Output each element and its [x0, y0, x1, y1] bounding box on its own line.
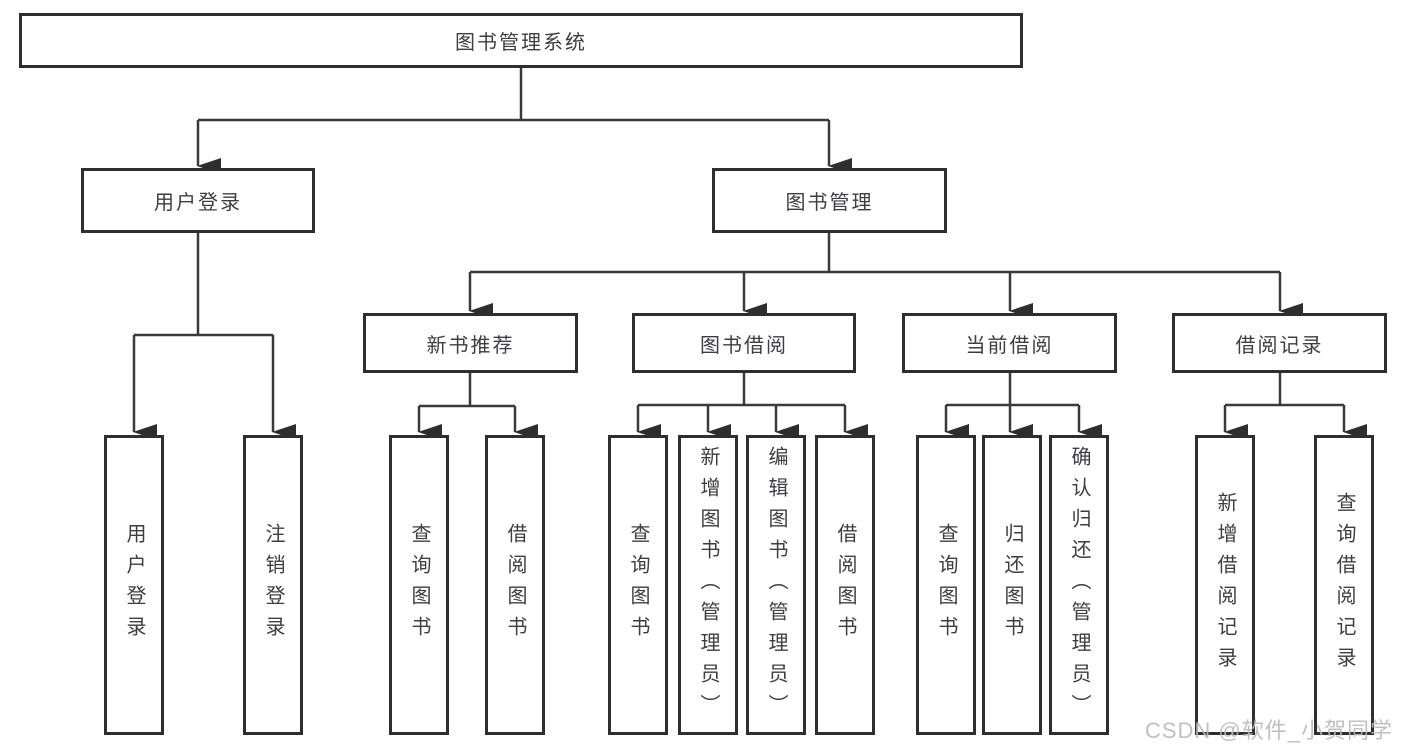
- leaf-current-query-books: 查询图书: [916, 435, 976, 735]
- leaf-recommend-query-books: 查询图书: [389, 435, 449, 735]
- leaf-borrowing-query-books: 查询图书: [608, 435, 668, 735]
- leaf-current-return-books: 归还图书: [982, 435, 1042, 735]
- node-new-book-recommend: 新书推荐: [363, 313, 578, 373]
- leaf-borrowing-add-books-admin: 新增图书（管理员）: [678, 435, 738, 735]
- leaf-records-add-record: 新增借阅记录: [1195, 435, 1255, 735]
- leaf-records-query-record: 查询借阅记录: [1314, 435, 1374, 735]
- leaf-logout: 注销登录: [243, 435, 303, 735]
- leaf-user-login: 用户登录: [104, 435, 164, 735]
- node-borrowing-records: 借阅记录: [1172, 313, 1387, 373]
- connector-book-management: [470, 233, 1280, 274]
- node-root-library-system: 图书管理系统: [19, 13, 1023, 68]
- node-book-borrowing: 图书借阅: [632, 313, 856, 373]
- connector-current-borrowing: [946, 373, 1079, 407]
- leaf-current-confirm-return-admin: 确认归还（管理员）: [1049, 435, 1109, 735]
- node-current-borrowing: 当前借阅: [902, 313, 1117, 373]
- connector-user-login: [134, 233, 273, 337]
- connector-book-borrowing: [638, 373, 845, 407]
- connector-new-book-recommend: [419, 373, 515, 408]
- node-book-management: 图书管理: [712, 168, 947, 233]
- leaf-borrowing-edit-books-admin: 编辑图书（管理员）: [746, 435, 806, 735]
- node-user-login: 用户登录: [81, 168, 315, 233]
- connector-borrowing-records: [1225, 373, 1344, 407]
- connector-root: [198, 68, 829, 122]
- leaf-recommend-borrow-books: 借阅图书: [485, 435, 545, 735]
- leaf-borrowing-borrow-books: 借阅图书: [815, 435, 875, 735]
